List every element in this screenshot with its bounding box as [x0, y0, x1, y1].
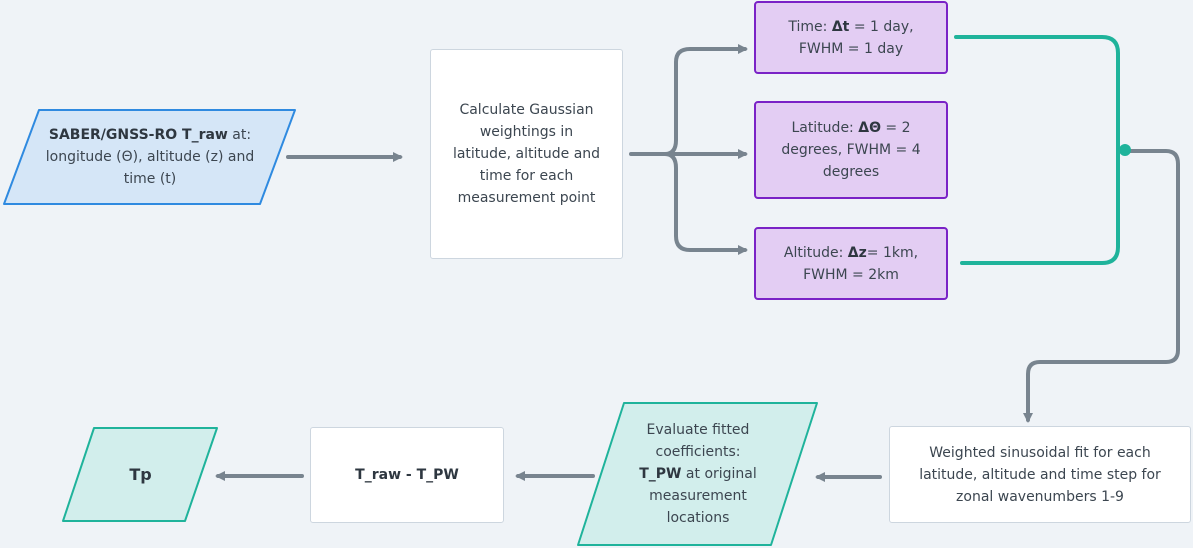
arrow-gaussian-to-altitude — [663, 152, 748, 255]
altitude-parameter-label: Altitude: Δz= 1km, FWHM = 2km — [783, 244, 919, 283]
gaussian-weighting-node: Calculate Gaussian weightings in latitud… — [430, 49, 623, 259]
gaussian-weighting-label: Calculate Gaussian weightings in latitud… — [452, 102, 601, 206]
time-parameter-label: Time: Δt = 1 day, FWHM = 1 day — [788, 18, 914, 57]
arrow-gaussian-to-time — [663, 44, 748, 156]
subtract-label: T_raw - T_PW — [355, 467, 459, 483]
merge-junction-dot — [1119, 144, 1131, 156]
latitude-parameter-label: Latitude: ΔΘ = 2 degrees, FWHM = 4 degre… — [781, 120, 921, 180]
altitude-parameter-node: Altitude: Δz= 1km, FWHM = 2km — [754, 227, 948, 300]
subtract-node: T_raw - T_PW — [310, 427, 504, 523]
evaluate-coefficients-node: Evaluate fitted coefficients: T_PW at or… — [576, 401, 820, 547]
input-data-node: SABER/GNSS-RO T_raw at: longitude (Θ), a… — [2, 108, 298, 206]
output-tp-label: Tp — [129, 464, 152, 484]
output-parallelogram-shape — [62, 427, 218, 522]
output-tp-node: Tp — [61, 426, 220, 523]
sinusoidal-fit-node: Weighted sinusoidal fit for each latitud… — [889, 426, 1191, 523]
sinusoidal-fit-label: Weighted sinusoidal fit for each latitud… — [919, 444, 1161, 505]
input-parallelogram-shape — [3, 109, 296, 205]
merge-line-time — [954, 35, 1120, 152]
evaluate-coefficients-label: Evaluate fitted coefficients: T_PW at or… — [639, 422, 757, 526]
evaluate-parallelogram-shape — [577, 402, 818, 546]
time-parameter-node: Time: Δt = 1 day, FWHM = 1 day — [754, 1, 948, 74]
input-source-name: SABER/GNSS-RO T_raw — [48, 127, 228, 143]
input-data-label: SABER/GNSS-RO T_raw at: longitude (Θ), a… — [45, 127, 255, 187]
latitude-parameter-node: Latitude: ΔΘ = 2 degrees, FWHM = 4 degre… — [754, 101, 948, 199]
arrow-merge-to-fit — [1023, 149, 1180, 423]
merge-line-altitude — [960, 148, 1120, 265]
